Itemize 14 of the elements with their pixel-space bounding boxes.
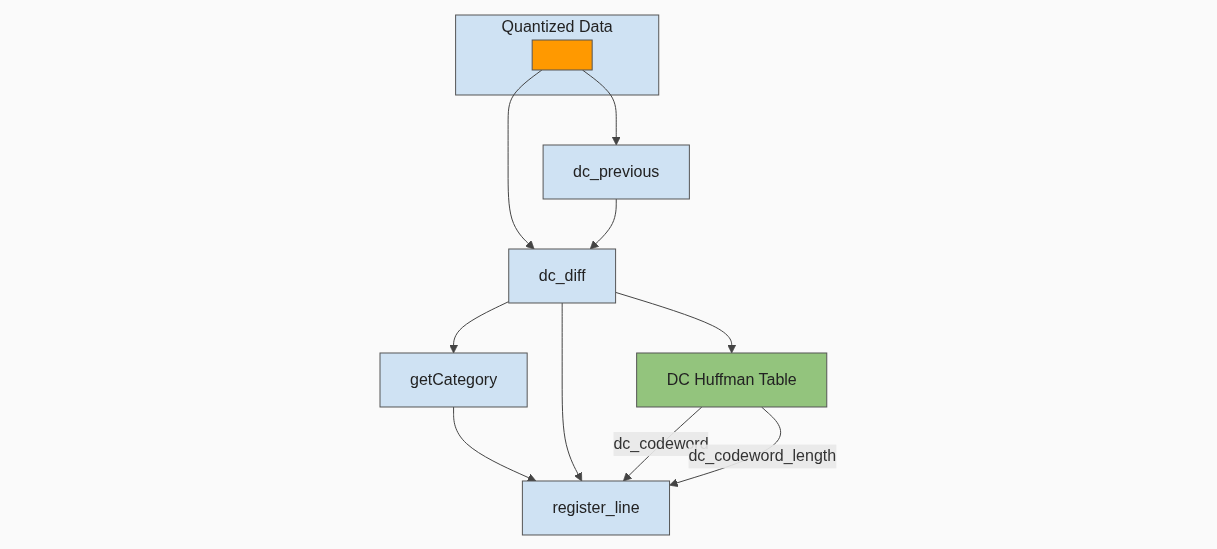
node-box: dc_diff xyxy=(508,248,617,303)
arrow xyxy=(590,198,618,249)
node-box: register_line xyxy=(522,480,671,535)
node-box: dc_previous xyxy=(543,144,691,199)
arrow xyxy=(508,69,543,249)
arrow xyxy=(562,302,583,481)
arrow xyxy=(449,300,510,353)
cluster: Quantized Data xyxy=(455,14,660,95)
node-box: getCategory xyxy=(379,352,529,407)
arrow xyxy=(453,406,537,482)
arrow xyxy=(582,69,622,145)
node-box xyxy=(532,39,594,70)
arrow xyxy=(615,291,737,353)
node-box: DC Huffman Table xyxy=(636,352,828,407)
